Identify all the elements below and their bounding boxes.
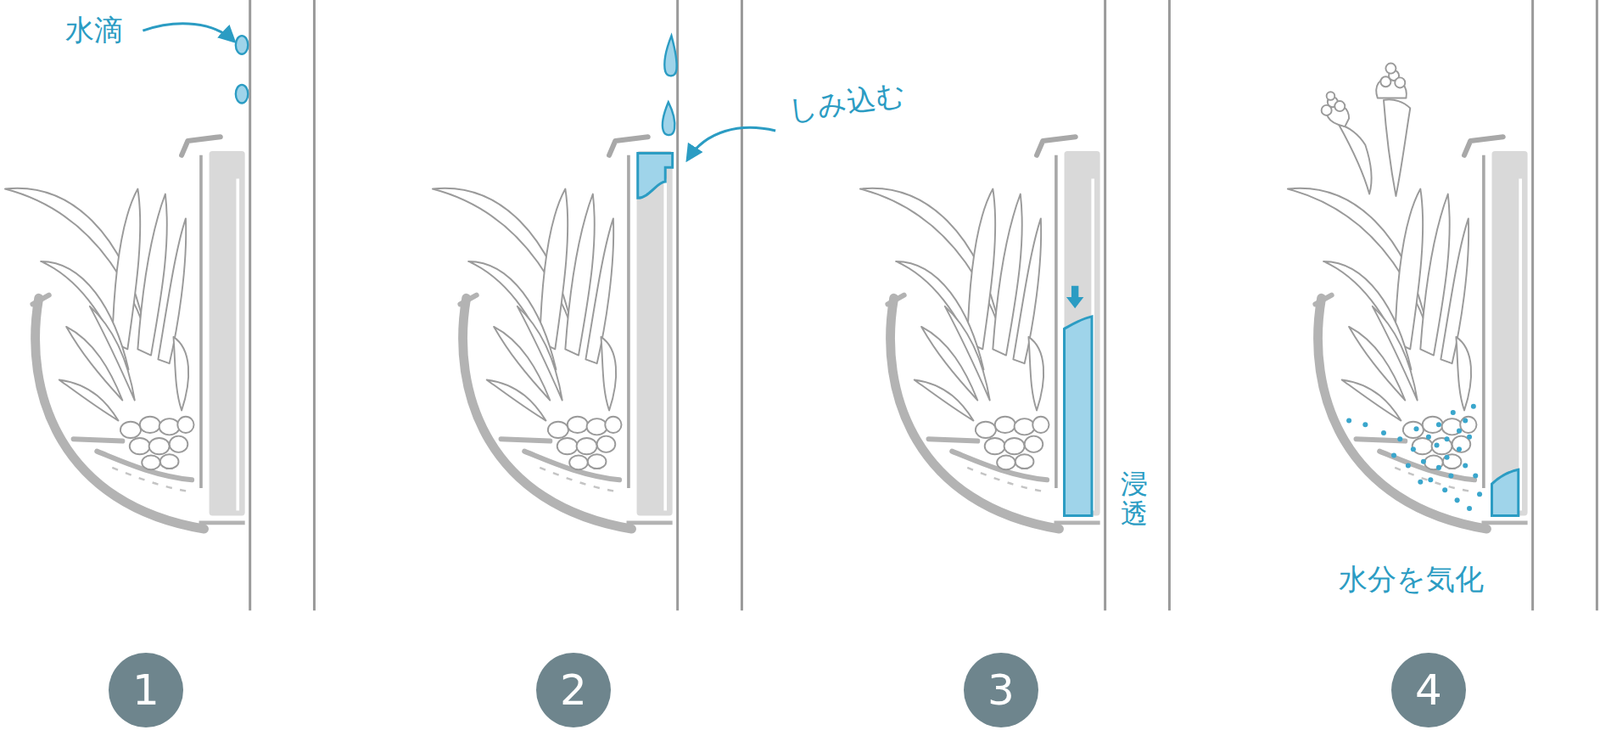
callout-number: 3 [987, 668, 1015, 711]
annotation-label: 浸透 [1120, 469, 1148, 529]
water-drops [235, 35, 248, 103]
panel-illustrations [5, 0, 1597, 610]
soaked-area [637, 152, 673, 198]
callout-number: 2 [559, 668, 588, 711]
annotation-label: 水滴 [65, 13, 124, 47]
water-drops [662, 35, 677, 135]
callout-circle: 3 [963, 652, 1039, 728]
annotation-label: しみ込む [785, 78, 907, 128]
annotation-label: 水分を気化 [1338, 562, 1484, 596]
callout-circle: 1 [108, 652, 184, 728]
callout-circle: 4 [1391, 652, 1466, 728]
callout-number: 4 [1415, 668, 1443, 711]
remaining-water [1492, 469, 1519, 515]
penetration-area [1064, 316, 1092, 516]
callout-circle: 2 [536, 652, 611, 728]
down-arrow [1066, 285, 1084, 308]
leader-line [688, 127, 776, 159]
vapour-dots [1346, 403, 1483, 511]
leader-line [142, 23, 234, 41]
flowers [1321, 63, 1411, 196]
callout-number: 1 [132, 668, 160, 711]
